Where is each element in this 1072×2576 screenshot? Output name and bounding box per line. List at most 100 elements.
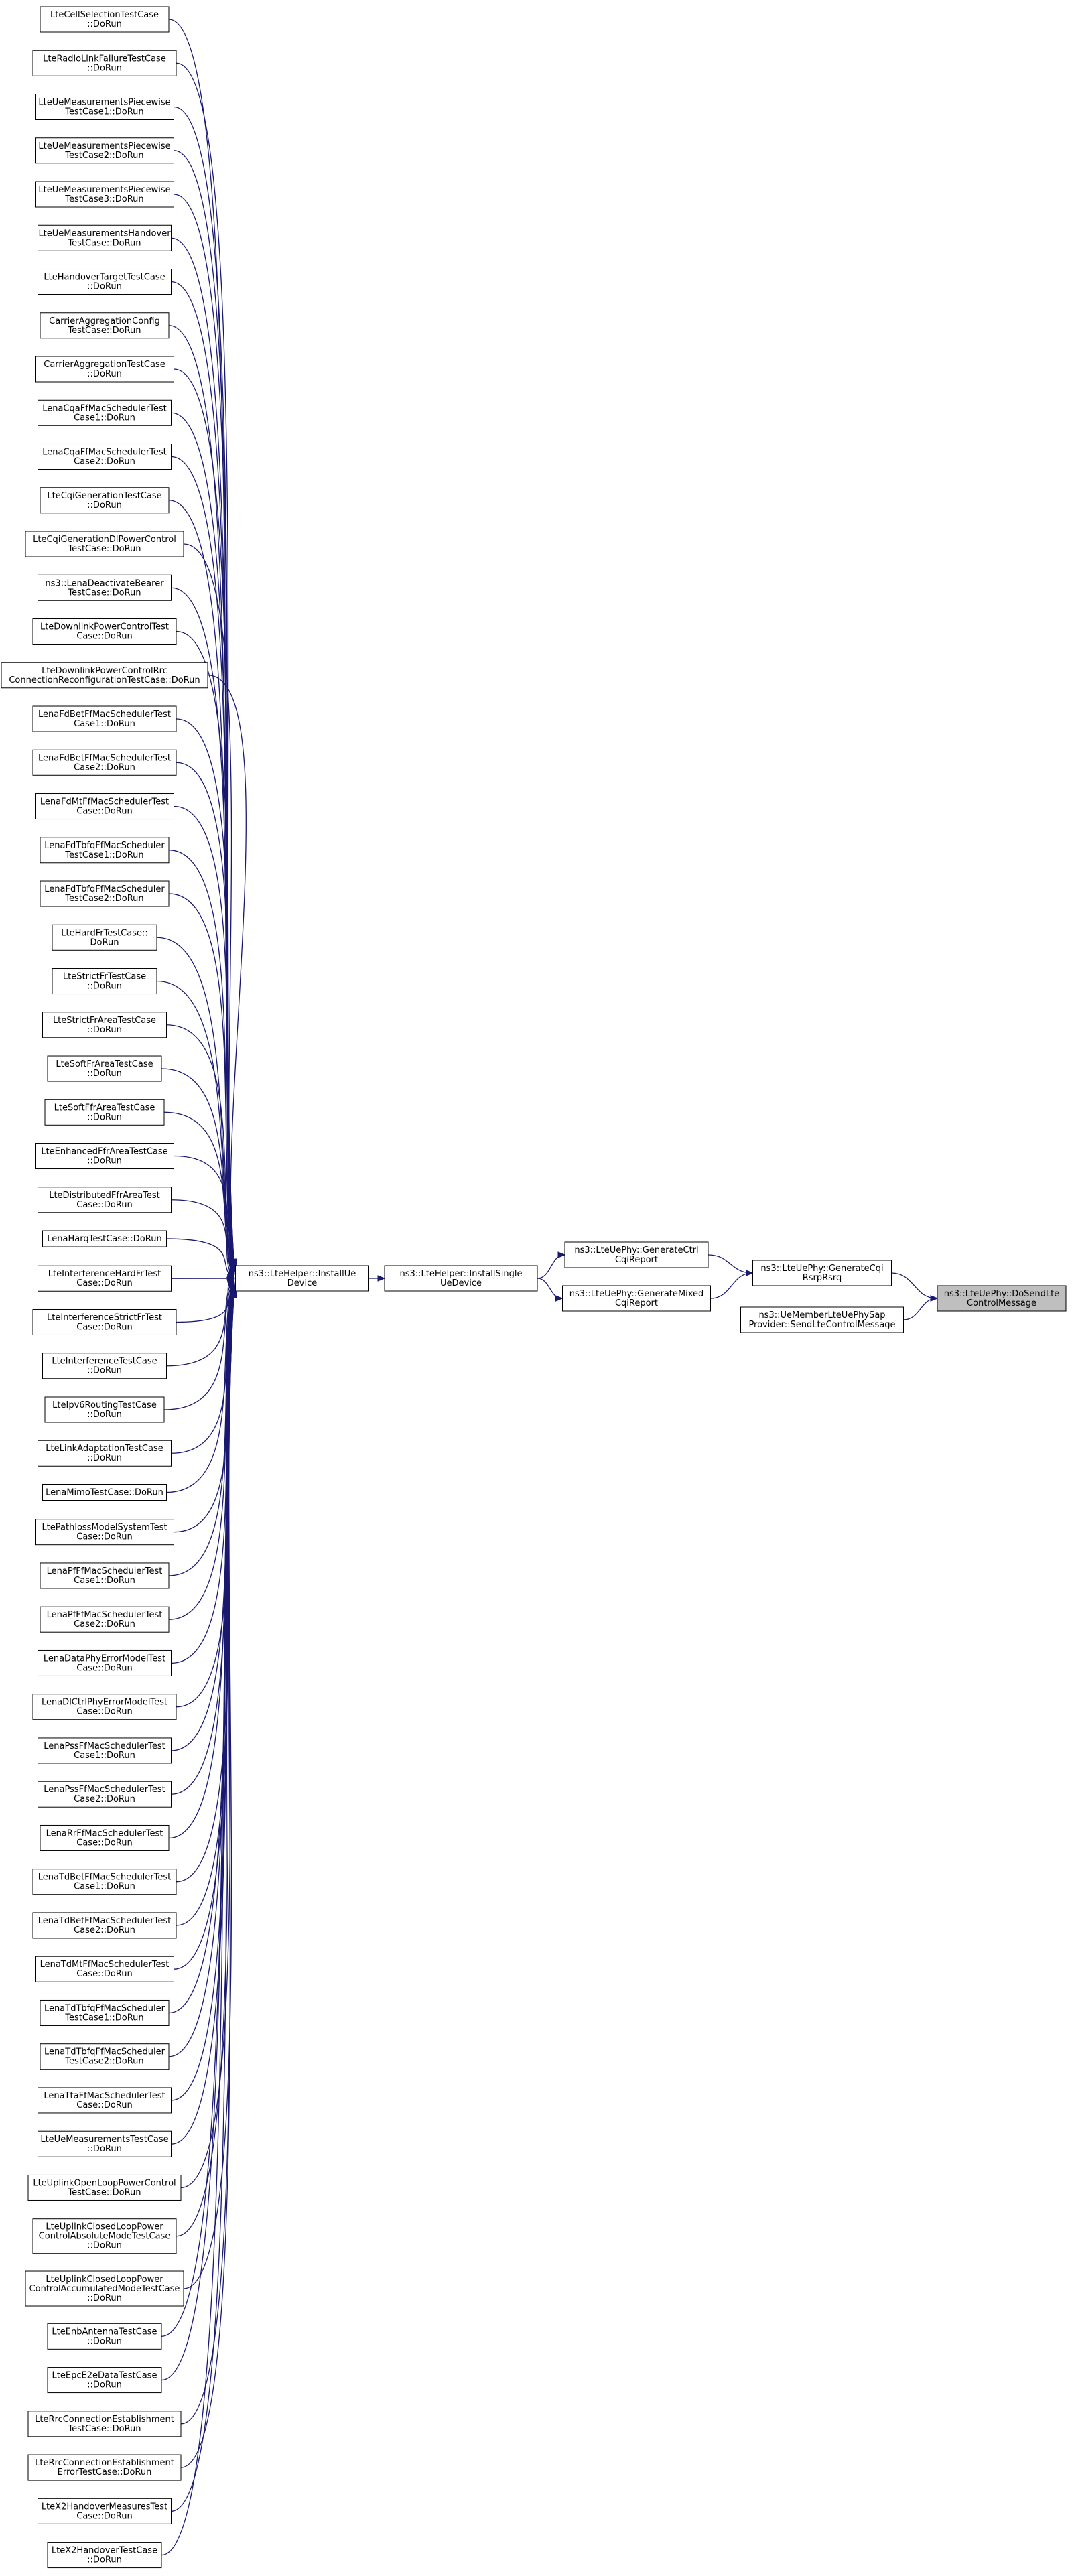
caller-node-label-line: ::DoRun [87,1410,122,1420]
caller-node-label-line: LenaTdBetFfMacSchedulerTest [38,1916,172,1926]
caller-node-box [47,2542,162,2569]
sap-send-lte-control-message-node-label-line: ns3::UeMemberLteUePhySap [758,1310,885,1320]
caller-edge [180,1290,235,2468]
call-nodes: LteCellSelectionTestCase::DoRunLteRadioL… [1,6,1067,2569]
caller-node-label-line: LteHandoverTargetTestCase [44,273,165,283]
caller-node[interactable]: LteUeMeasurementsTestCase::DoRun [38,2130,172,2157]
caller-node-box [35,1143,174,1170]
caller-node-label-line: TestCase1::DoRun [64,107,143,117]
caller-edge [174,150,235,1268]
caller-node[interactable]: LteUplinkClosedLoopPowerControlAbsoluteM… [32,2218,177,2254]
caller-node-box [27,2454,182,2481]
caller-node[interactable]: LteUeMeasurementsPiecewiseTestCase1::DoR… [35,94,174,121]
caller-node[interactable]: LteHandoverTargetTestCase::DoRun [38,269,172,295]
install-single-ue-device-node-label-line: ns3::LteHelper::InstallSingle [400,1269,523,1279]
caller-node[interactable]: LteEnhancedFfrAreaTestCase::DoRun [35,1143,174,1170]
caller-node-label-line: LteInterferenceHardFrTest [48,1269,161,1279]
caller-node[interactable]: LteCqiGenerationTestCase::DoRun [40,487,170,514]
caller-node-label-line: Case2::DoRun [74,762,135,772]
caller-node[interactable]: LteRadioLinkFailureTestCase::DoRun [32,50,177,76]
caller-node[interactable]: LteUeMeasurementsPiecewiseTestCase3::DoR… [35,181,174,208]
sap-send-lte-control-message-node[interactable]: ns3::UeMemberLteUePhySapProvider::SendLt… [740,1306,904,1333]
edge-single-to-gen-ctrl [537,1254,565,1279]
caller-node-label-line: LteHardFrTestCase:: [61,928,148,938]
caller-node[interactable]: LteCqiGenerationDlPowerControlTestCase::… [25,531,184,557]
caller-node[interactable]: LteUeMeasurementsPiecewiseTestCase2::DoR… [35,137,174,164]
caller-node[interactable]: LteRrcConnectionEstablishmentErrorTestCa… [27,2454,182,2481]
caller-node[interactable]: LteSoftFfrAreaTestCase::DoRun [44,1099,165,1126]
caller-node[interactable]: LteIpv6RoutingTestCase::DoRun [44,1396,165,1423]
caller-node-label-line: ns3::LenaDeactivateBearer [45,578,164,588]
caller-node[interactable]: LteEpcE2eDataTestCase::DoRun [47,2367,162,2394]
caller-node[interactable]: LteInterferenceTestCase::DoRun [42,1353,167,1379]
caller-node[interactable]: LteX2HandoverTestCase::DoRun [47,2542,162,2569]
caller-node[interactable]: LteStrictFrTestCase::DoRun [52,968,157,995]
caller-node[interactable]: LteUplinkOpenLoopPowerControlTestCase::D… [27,2174,182,2201]
caller-edge [168,893,235,1275]
caller-node[interactable]: LteSoftFrAreaTestCase::DoRun [47,1055,162,1082]
caller-node[interactable]: LteHardFrTestCase::DoRun [52,924,157,951]
caller-node[interactable]: LteCellSelectionTestCase::DoRun [40,6,170,33]
sap-send-lte-control-message-node-box [740,1306,904,1333]
caller-node-box [40,312,170,339]
caller-node-box [38,574,172,601]
caller-node[interactable]: CarrierAggregationTestCase::DoRun [35,356,174,383]
caller-node-label-line: LenaFdTbfqFfMacScheduler [44,841,165,851]
caller-node-label-line: ControlAbsoluteModeTestCase [39,2232,171,2242]
caller-node-label-line: TestCase2::DoRun [64,2057,143,2067]
caller-node[interactable]: LteStrictFrAreaTestCase::DoRun [42,1012,167,1038]
caller-node[interactable]: LteLinkAdaptationTestCase::DoRun [38,1440,172,1467]
caller-node-label-line: TestCase::DoRun [67,544,141,554]
caller-node[interactable]: LteEnbAntennaTestCase::DoRun [47,2323,162,2350]
caller-node[interactable]: LenaMimoTestCase::DoRun [42,1483,167,1501]
caller-node-label-line: LenaTtaFfMacSchedulerTest [44,2091,165,2101]
caller-node-label-line: LenaFdBetFfMacSchedulerTest [38,753,171,763]
caller-node[interactable]: LteUplinkClosedLoopPowerControlAccumulat… [25,2270,184,2307]
caller-node[interactable]: LenaHarqTestCase::DoRun [42,1230,167,1247]
caller-node[interactable]: LteDownlinkPowerControlRrcConnectionReco… [1,662,208,689]
caller-node[interactable]: LteRrcConnectionEstablishmentTestCase::D… [27,2411,182,2437]
caller-node-label-line: LteRrcConnectionEstablishment [35,2458,174,2468]
caller-node-label-line: LenaTdTbfqFfMacScheduler [44,2047,165,2057]
caller-node-box [44,1396,165,1423]
generate-mixed-cqi-report-node-label-line: CqiReport [615,1298,658,1308]
caller-node-label-line: LenaDataPhyErrorModelTest [44,1653,165,1664]
caller-node-label-line: TestCase1::DoRun [64,850,143,860]
caller-node-box [38,1737,172,1764]
